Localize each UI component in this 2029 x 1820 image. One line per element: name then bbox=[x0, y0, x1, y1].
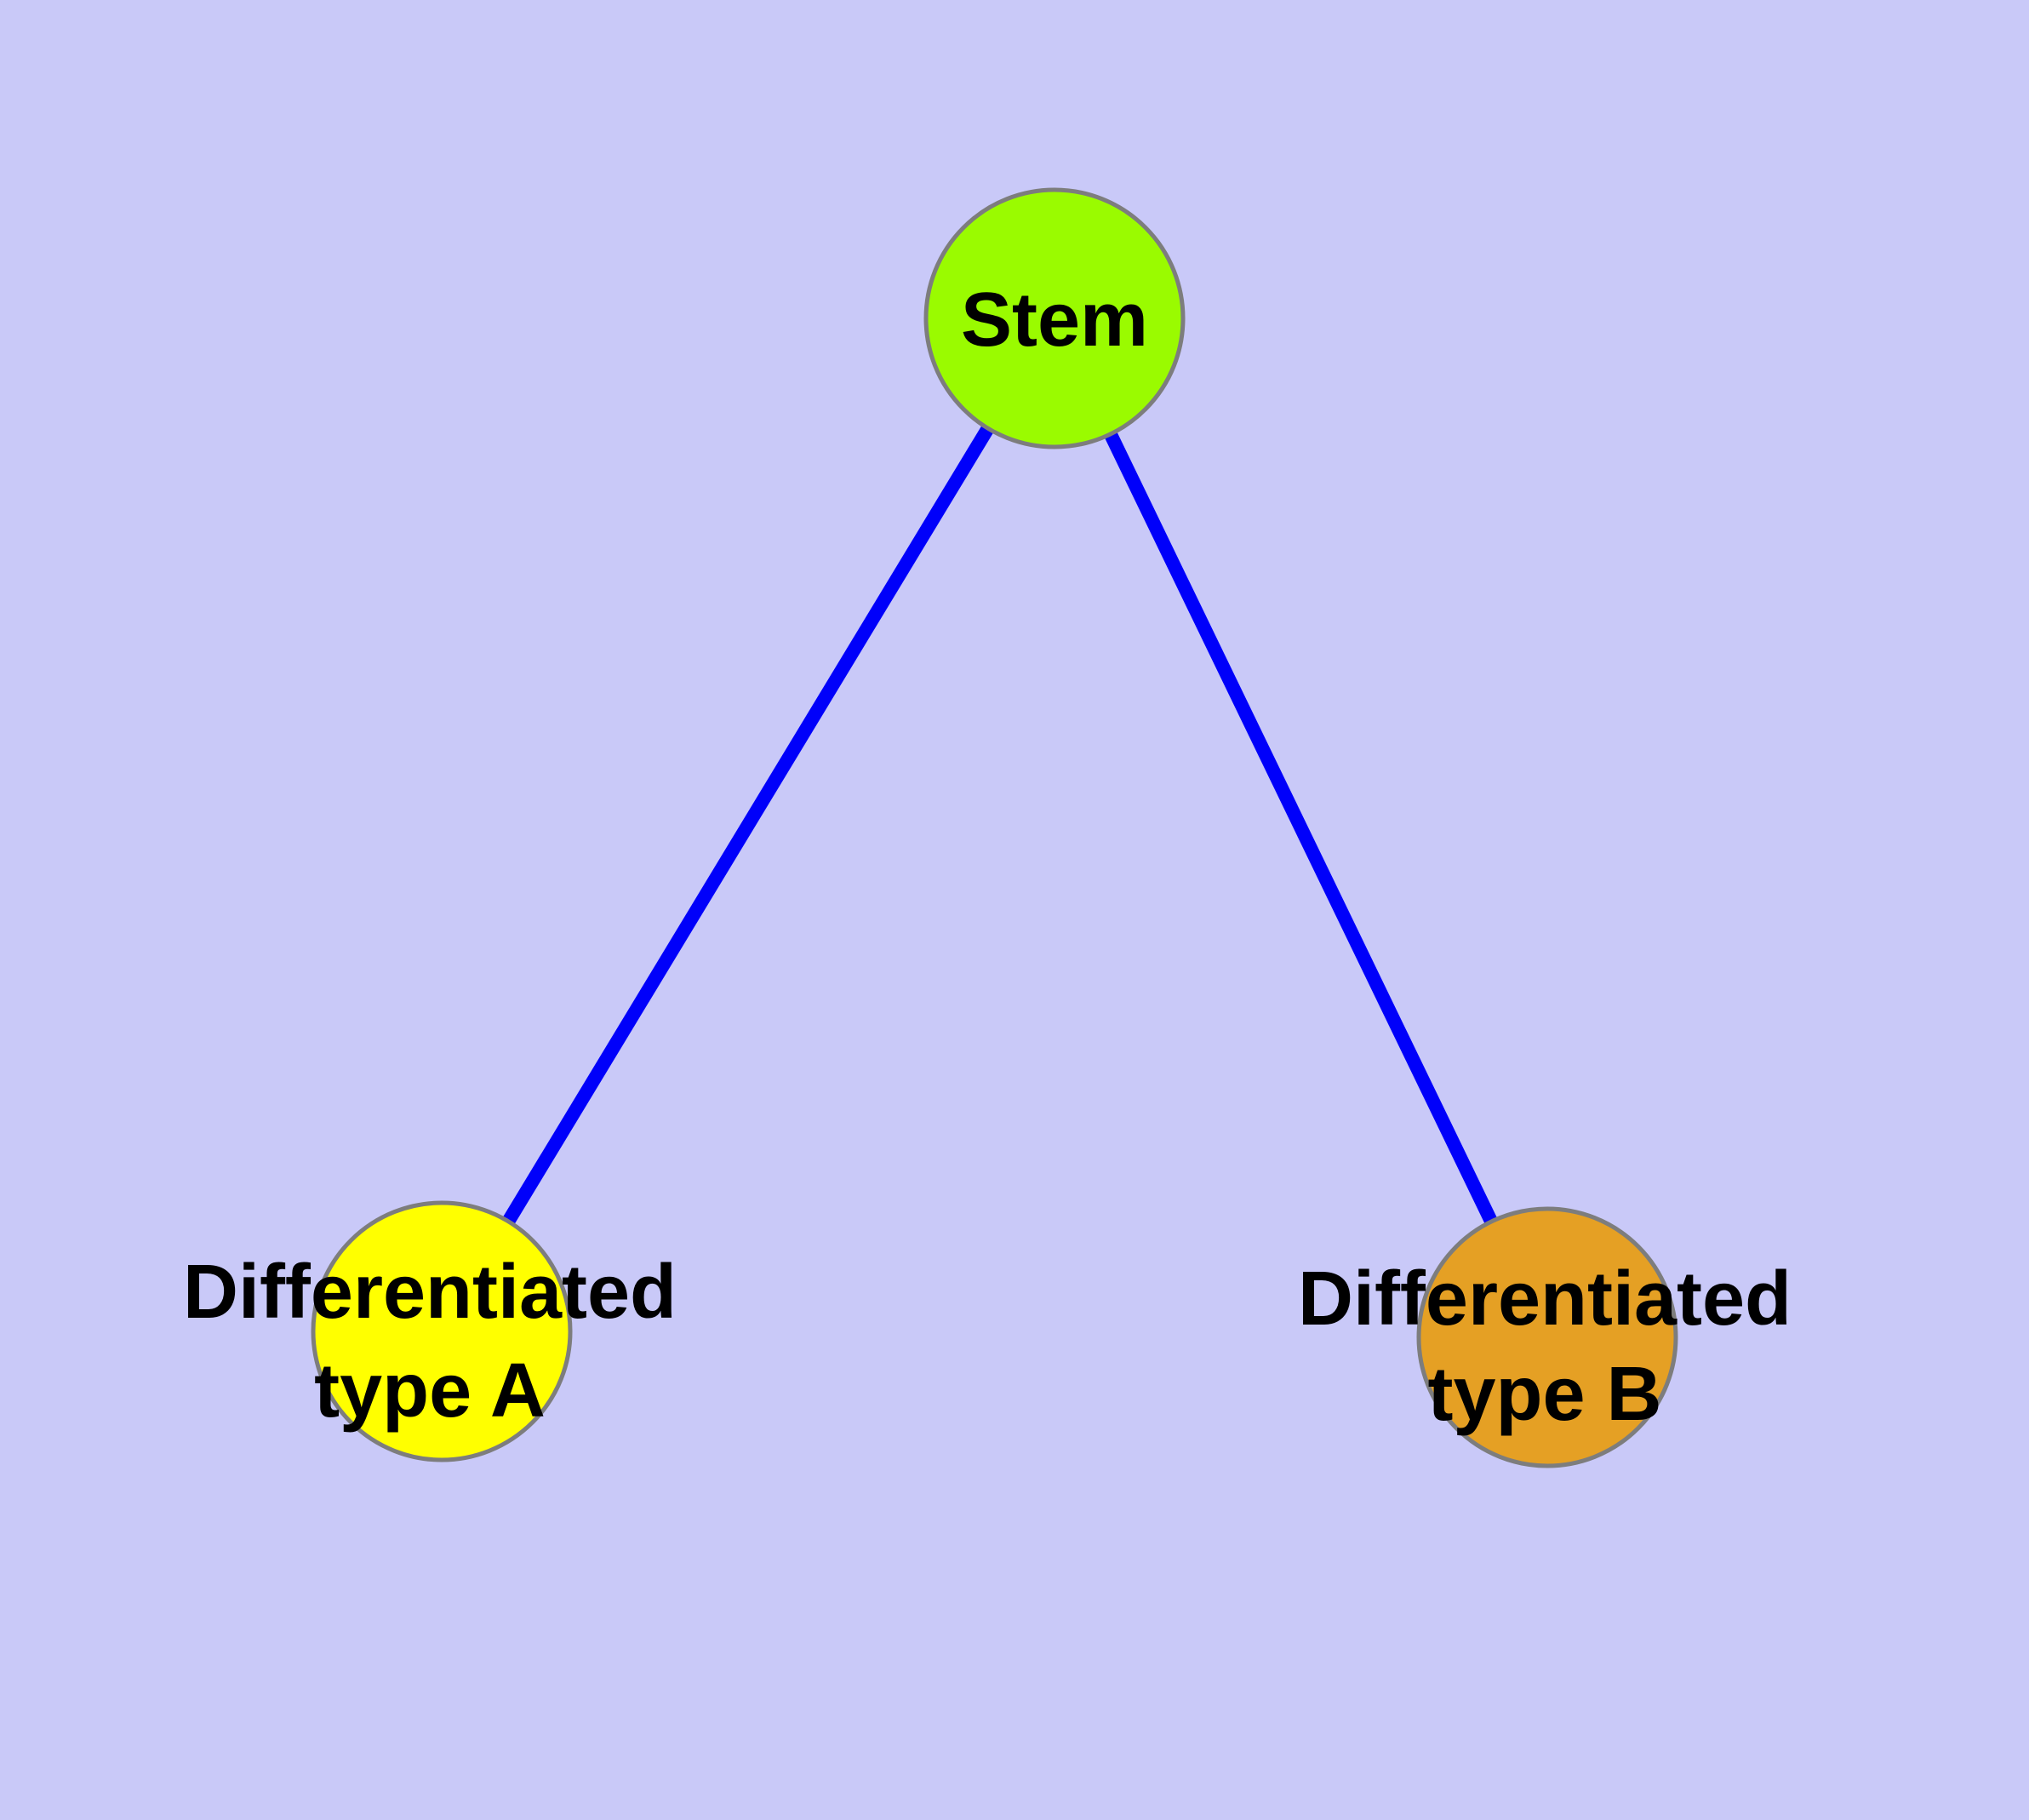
type-a-node-label-line-2: type A bbox=[314, 1348, 546, 1434]
edge-stem-to-type-b bbox=[1048, 315, 1554, 1341]
differentiated-type-b-node bbox=[1416, 1206, 1678, 1468]
stem-node-label: Stem bbox=[961, 278, 1148, 363]
stem-node bbox=[923, 187, 1186, 449]
differentiated-type-a-node bbox=[311, 1200, 573, 1462]
type-a-node-label-line-1: Differentiated bbox=[183, 1250, 677, 1335]
type-b-node-label-line-1: Differentiated bbox=[1298, 1256, 1792, 1342]
edge-stem-to-type-a bbox=[436, 314, 1060, 1336]
type-b-node-label-line-2: type B bbox=[1427, 1352, 1661, 1437]
